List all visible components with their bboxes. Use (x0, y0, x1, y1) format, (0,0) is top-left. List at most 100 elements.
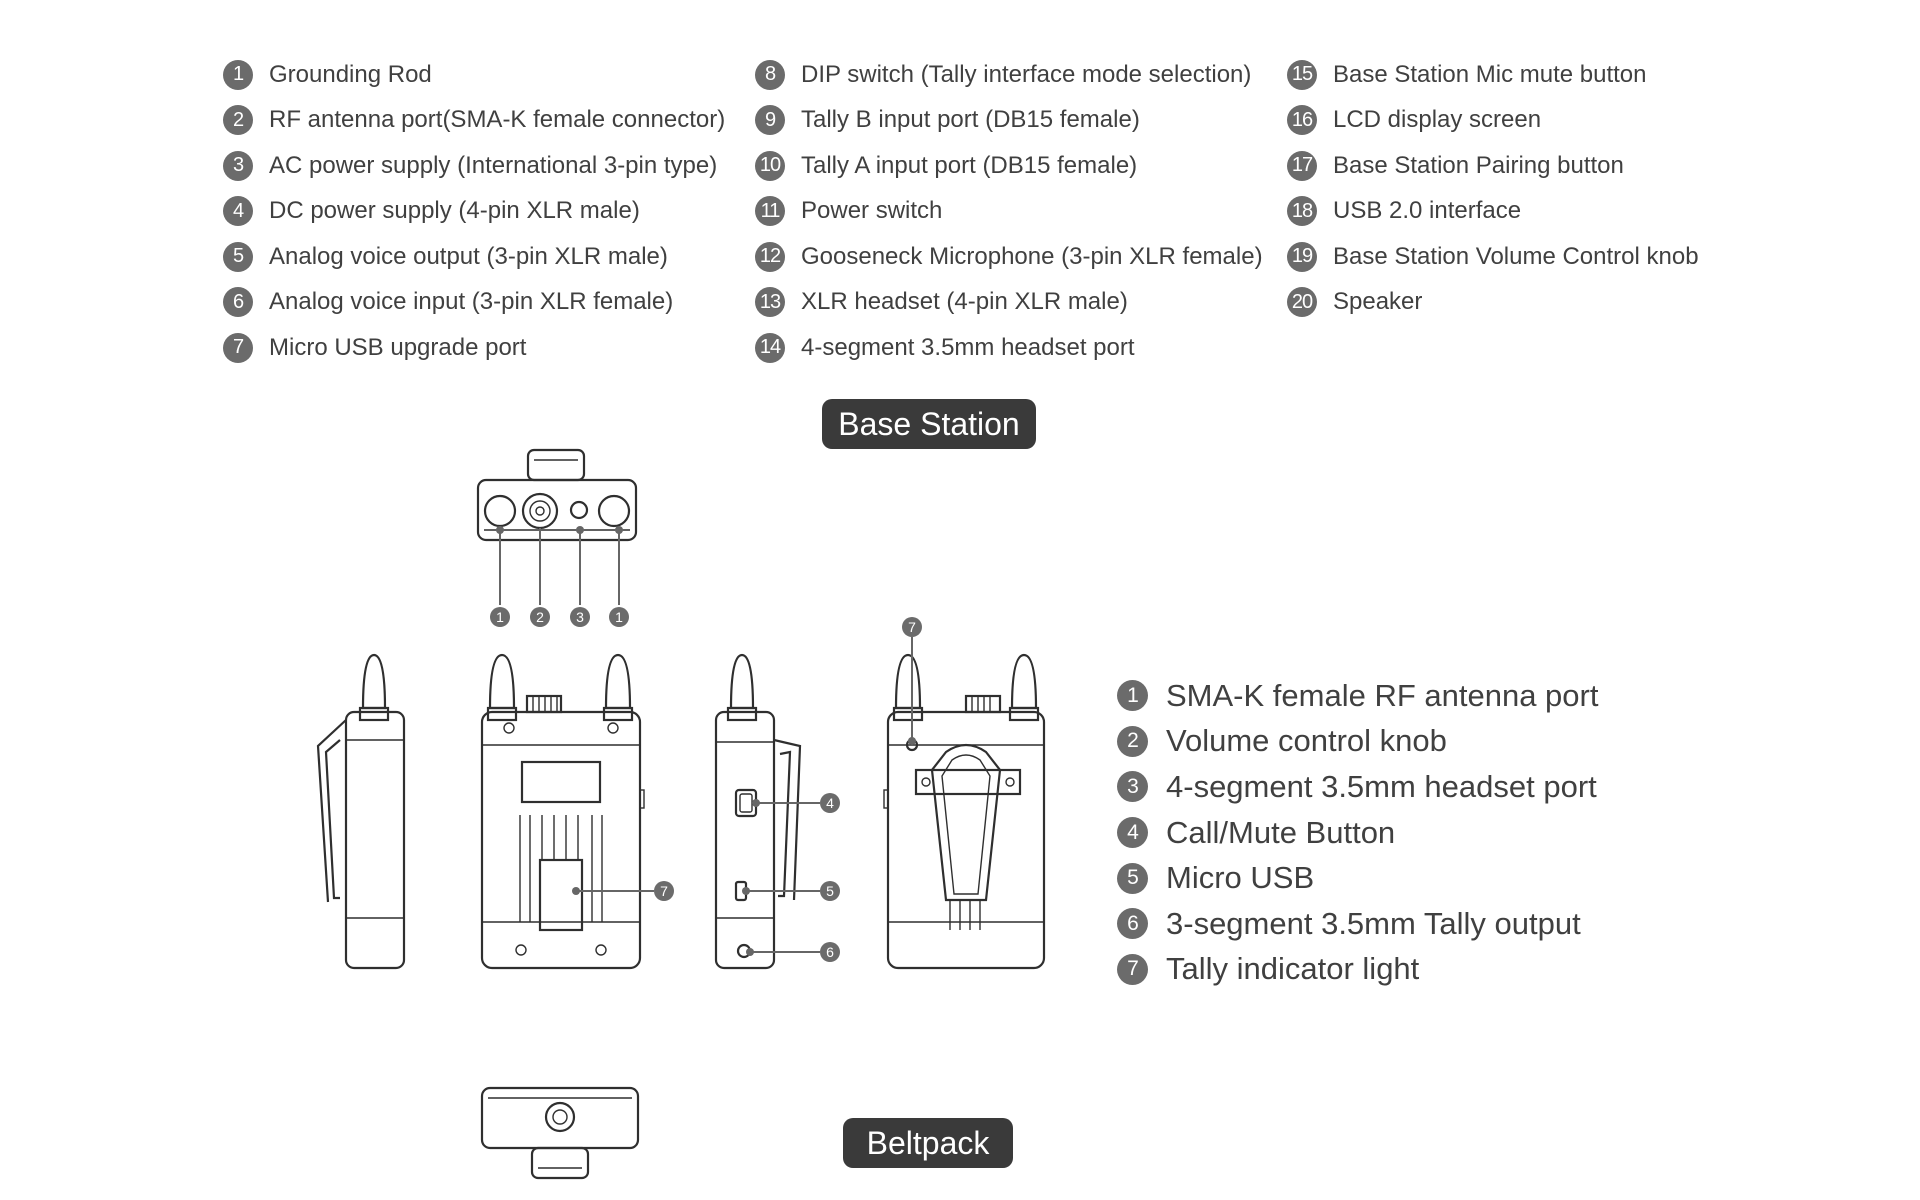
callout-side-4: 4 (820, 793, 840, 813)
svg-text:5: 5 (826, 883, 834, 899)
legend-number: 2 (223, 105, 253, 136)
legend-item-14: 14 4-segment 3.5mm headset port (755, 325, 1263, 371)
legend-number: 7 (223, 332, 253, 363)
legend-item-17: 17 Base Station Pairing button (1287, 143, 1699, 189)
legend-label: Analog voice output (3-pin XLR male) (269, 242, 668, 270)
legend-number: 14 (755, 332, 785, 363)
callout-top-3: 3 (570, 607, 590, 627)
legend-number: 6 (1117, 908, 1148, 940)
legend-number: 16 (1287, 105, 1317, 136)
legend-number: 3 (223, 150, 253, 181)
callout-side-5: 5 (820, 881, 840, 901)
legend-item-8: 8 DIP switch (Tally interface mode select… (755, 52, 1263, 98)
bottom-view-drawing (480, 1086, 640, 1180)
legend-item-12: 12 Gooseneck Microphone (3-pin XLR female… (755, 234, 1263, 280)
svg-text:1: 1 (615, 609, 623, 625)
legend-label: Micro USB (1166, 860, 1315, 896)
legend-item-13: 13 XLR headset (4-pin XLR male) (755, 280, 1263, 326)
legend-number: 11 (755, 196, 785, 227)
beltpack-legend-item-1: 1 SMA-K female RF antenna port (1117, 673, 1598, 719)
front-view-callout: 7 (902, 617, 922, 745)
legend-number: 19 (1287, 241, 1317, 272)
legend-label: USB 2.0 interface (1333, 197, 1522, 225)
legend-number: 4 (1117, 817, 1148, 849)
legend-label: Grounding Rod (269, 60, 432, 88)
legend-label: Analog voice input (3-pin XLR female) (269, 288, 674, 316)
legend-number: 13 (755, 287, 785, 318)
callout-side-6: 6 (820, 942, 840, 962)
legend-number: 17 (1287, 150, 1317, 181)
legend-item-4: 4 DC power supply (4-pin XLR male) (223, 189, 725, 235)
legend-number: 5 (1117, 862, 1148, 894)
back-view-drawing (480, 653, 645, 970)
legend-label: Gooseneck Microphone (3-pin XLR female) (801, 242, 1263, 270)
legend-column-2: 8 DIP switch (Tally interface mode select… (755, 52, 1263, 371)
legend-label: Base Station Volume Control knob (1333, 242, 1699, 270)
legend-item-2: 2 RF antenna port(SMA-K female connector) (223, 98, 725, 144)
legend-label: 3-segment 3.5mm Tally output (1166, 905, 1581, 941)
legend-label: Call/Mute Button (1166, 814, 1396, 850)
legend-label: Tally A input port (DB15 female) (801, 151, 1138, 179)
legend-item-19: 19 Base Station Volume Control knob (1287, 234, 1699, 280)
callout-top-2: 2 (530, 607, 550, 627)
beltpack-legend-item-2: 2 Volume control knob (1117, 719, 1598, 765)
beltpack-title: Beltpack (843, 1118, 1013, 1168)
legend-label: DIP switch (Tally interface mode selecti… (801, 60, 1252, 88)
legend-item-16: 16 LCD display screen (1287, 98, 1699, 144)
beltpack-legend: 1 SMA-K female RF antenna port 2 Volume con… (1117, 673, 1598, 992)
svg-text:4: 4 (826, 795, 834, 811)
legend-item-7: 7 Micro USB upgrade port (223, 325, 725, 371)
legend-number: 1 (223, 59, 253, 90)
legend-label: LCD display screen (1333, 106, 1542, 134)
beltpack-legend-item-4: 4 Call/Mute Button (1117, 810, 1598, 856)
legend-number: 4 (223, 196, 253, 227)
legend-number: 6 (223, 287, 253, 318)
legend-item-15: 15 Base Station Mic mute button (1287, 52, 1699, 98)
legend-label: Volume control knob (1166, 723, 1447, 759)
legend-number: 15 (1287, 59, 1317, 90)
callout-top-1b: 1 (609, 607, 629, 627)
legend-label: Power switch (801, 197, 943, 225)
legend-number: 12 (755, 241, 785, 272)
legend-label: Tally B input port (DB15 female) (801, 106, 1140, 134)
legend-item-9: 9 Tally B input port (DB15 female) (755, 98, 1263, 144)
legend-label: Base Station Pairing button (1333, 151, 1624, 179)
legend-number: 18 (1287, 196, 1317, 227)
legend-item-1: 1 Grounding Rod (223, 52, 725, 98)
legend-number: 7 (1117, 953, 1148, 985)
side-view-right-drawing (316, 653, 406, 970)
legend-number: 3 (1117, 771, 1148, 803)
legend-item-6: 6 Analog voice input (3-pin XLR female) (223, 280, 725, 326)
legend-label: Speaker (1333, 288, 1423, 316)
legend-item-20: 20 Speaker (1287, 280, 1699, 326)
side-view-left-callouts: 4 5 6 (742, 793, 840, 962)
legend-label: Micro USB upgrade port (269, 333, 527, 361)
legend-number: 9 (755, 105, 785, 136)
top-view-callouts: 1 2 3 1 (490, 526, 629, 627)
legend-label: Base Station Mic mute button (1333, 60, 1647, 88)
svg-text:1: 1 (496, 609, 504, 625)
svg-text:7: 7 (908, 619, 916, 635)
legend-number: 1 (1117, 680, 1148, 712)
legend-item-10: 10 Tally A input port (DB15 female) (755, 143, 1263, 189)
legend-column-3: 15 Base Station Mic mute button 16 LCD disp… (1287, 52, 1699, 325)
legend-number: 2 (1117, 725, 1148, 757)
legend-number: 8 (755, 59, 785, 90)
side-view-left-drawing (714, 653, 802, 970)
beltpack-legend-item-7: 7 Tally indicator light (1117, 947, 1598, 993)
legend-label: Tally indicator light (1166, 951, 1420, 987)
callout-front-7: 7 (902, 617, 922, 637)
svg-text:7: 7 (660, 883, 668, 899)
top-view-drawing (476, 448, 638, 542)
legend-label: 4-segment 3.5mm headset port (801, 333, 1135, 361)
legend-label: DC power supply (4-pin XLR male) (269, 197, 640, 225)
legend-number: 10 (755, 150, 785, 181)
legend-label: SMA-K female RF antenna port (1166, 677, 1599, 713)
legend-number: 20 (1287, 287, 1317, 318)
callout-back-7: 7 (654, 881, 674, 901)
legend-label: RF antenna port(SMA-K female connector) (269, 106, 726, 134)
legend-label: XLR headset (4-pin XLR male) (801, 288, 1128, 316)
